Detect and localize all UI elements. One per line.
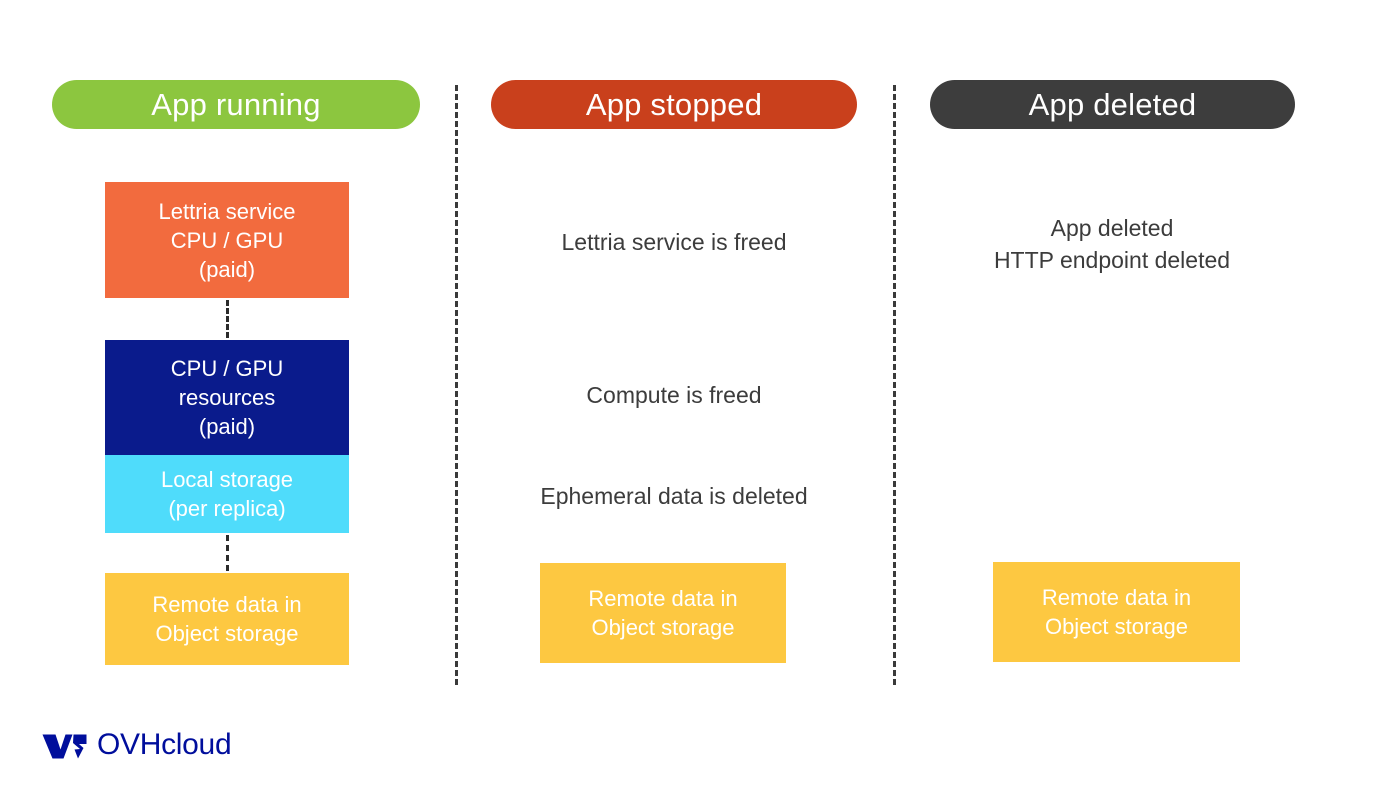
note-http-endpoint-deleted: HTTP endpoint deleted	[993, 247, 1231, 273]
dashed-connector-lettria-to-cpu	[226, 300, 229, 338]
block-line: (paid)	[198, 256, 256, 282]
column-divider-1	[455, 85, 458, 685]
block-line: CPU / GPU	[170, 227, 284, 253]
block-line: Remote data in	[588, 586, 738, 611]
block-line: Object storage	[591, 615, 735, 640]
column-header-app-deleted: App deleted	[930, 80, 1295, 129]
dashed-connector-local-to-remote	[226, 535, 229, 571]
block-lettria-service: Lettria service CPU / GPU (paid)	[105, 182, 349, 298]
note-app-deleted-group: App deleted HTTP endpoint deleted	[893, 212, 1331, 276]
block-line: Local storage	[160, 467, 294, 492]
block-line: (paid)	[198, 414, 256, 439]
block-line: (per replica)	[168, 496, 286, 521]
block-line: Remote data in	[152, 592, 302, 617]
ovhcloud-logo: OVHcloud	[42, 728, 232, 762]
block-remote-object-storage-stopped: Remote data in Object storage	[540, 563, 786, 663]
ovhcloud-logo-icon	[42, 734, 87, 759]
block-local-storage: Local storage (per replica)	[105, 455, 349, 533]
block-line: Lettria service	[158, 198, 296, 224]
note-ephemeral-data-deleted: Ephemeral data is deleted	[540, 483, 808, 509]
note-compute-freed: Compute is freed	[586, 382, 762, 408]
column-divider-2	[893, 85, 896, 685]
block-line: Object storage	[1044, 614, 1189, 639]
block-remote-object-storage-deleted: Remote data in Object storage	[993, 562, 1240, 662]
block-line: CPU / GPU	[170, 356, 284, 381]
ovhcloud-wordmark: OVHcloud	[97, 728, 232, 761]
column-header-app-running: App running	[52, 80, 420, 129]
column-header-app-stopped: App stopped	[491, 80, 857, 129]
block-line: resources	[178, 385, 276, 410]
block-line: Remote data in	[1041, 585, 1192, 610]
note-app-deleted: App deleted	[1050, 215, 1174, 241]
block-remote-object-storage-running: Remote data in Object storage	[105, 573, 349, 665]
block-line: Object storage	[155, 621, 299, 646]
block-cpu-gpu-resources: CPU / GPU resources (paid)	[105, 340, 349, 455]
note-lettria-service-freed: Lettria service is freed	[561, 229, 787, 255]
